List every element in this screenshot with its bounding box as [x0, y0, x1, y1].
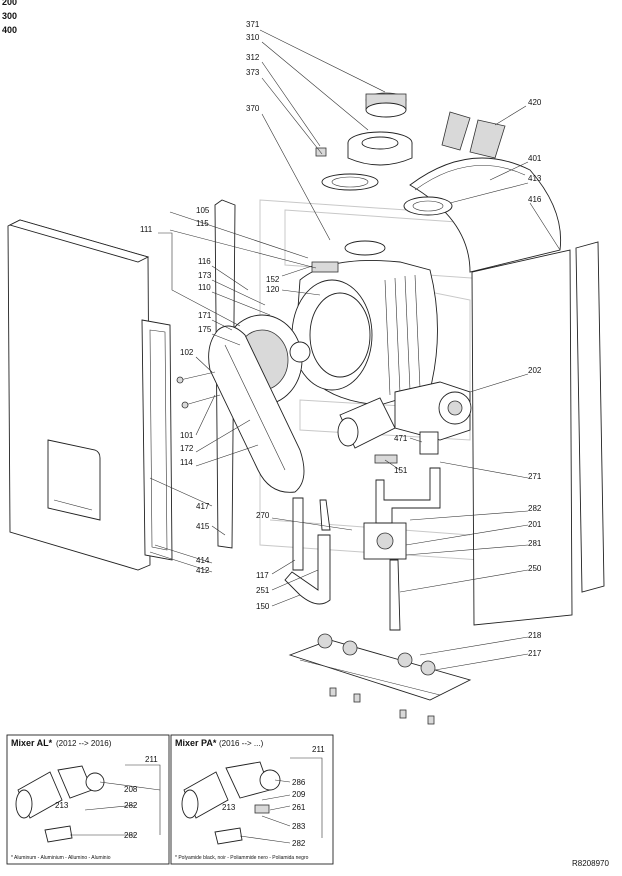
inset-pa-callout-283: 283	[292, 822, 306, 831]
callout-417: 417	[196, 502, 210, 511]
inset-pa-callout-211: 211	[312, 745, 325, 754]
side-panel-right	[471, 241, 605, 626]
inset-al-title: Mixer AL*	[11, 738, 53, 748]
callout-202: 202	[528, 366, 542, 375]
fan-202	[394, 381, 472, 441]
callout-labels: 371 310 312 373 370 420 401 413 416 105 …	[140, 20, 542, 658]
inset-al-footnote: * Aluminum - Aluminium - Allumino - Alum…	[11, 855, 111, 861]
inset-pa-years: (2016 --> ...)	[219, 739, 264, 748]
callout-370: 370	[246, 104, 260, 113]
callout-152: 152	[266, 275, 280, 284]
callout-217: 217	[528, 649, 542, 658]
callout-371: 371	[246, 20, 260, 29]
front-cover	[7, 219, 151, 571]
inset-al-callout-208: 208	[124, 785, 138, 794]
inset-pa-callout-286: 286	[292, 778, 306, 787]
callout-171: 171	[198, 311, 212, 320]
inset-pa-footnote: * Polyamide black, noir - Poliammide ner…	[175, 855, 309, 861]
callout-102: 102	[180, 348, 194, 357]
callout-271: 271	[528, 472, 542, 481]
drawing-reference: R8208970	[572, 859, 609, 868]
inset-al-callout-282a: 282	[124, 801, 138, 810]
heat-exchanger	[291, 240, 438, 406]
callout-173: 173	[198, 271, 212, 280]
callout-413: 413	[528, 174, 542, 183]
callout-282: 282	[528, 504, 542, 513]
callout-101: 101	[180, 431, 194, 440]
callout-373: 373	[246, 68, 260, 77]
callout-401: 401	[528, 154, 542, 163]
back-shell	[409, 157, 562, 273]
inset-pa-title: Mixer PA*	[175, 738, 217, 748]
callout-201: 201	[528, 520, 542, 529]
callout-105: 105	[196, 206, 210, 215]
leader-lines	[149, 29, 561, 671]
model-300: 300	[2, 11, 17, 21]
callout-120: 120	[266, 285, 280, 294]
model-list: 200 300 400	[2, 0, 17, 35]
model-200: 200	[2, 0, 17, 7]
inset-al-years: (2012 --> 2016)	[56, 739, 112, 748]
callout-414: 414	[196, 556, 210, 565]
callout-116: 116	[198, 257, 211, 266]
callout-270: 270	[256, 511, 270, 520]
callout-172: 172	[180, 444, 194, 453]
callout-150: 150	[256, 602, 270, 611]
inset-al-callout-213: 213	[55, 801, 69, 810]
callout-415: 415	[196, 522, 210, 531]
inset-pa-callout-209: 209	[292, 790, 306, 799]
callout-110: 110	[198, 283, 211, 292]
callout-251: 251	[256, 586, 270, 595]
inset-mixer-pa: Mixer PA* (2016 --> ...) 211 286 209 213…	[170, 734, 334, 865]
callout-115: 115	[196, 219, 209, 228]
burner-duct	[208, 325, 305, 493]
callout-281: 281	[528, 539, 542, 548]
callout-117: 117	[256, 571, 269, 580]
gas-valve-201	[363, 431, 439, 560]
inner-panel	[141, 319, 173, 561]
inset-al-callout-211: 211	[145, 755, 158, 764]
callout-312: 312	[246, 53, 260, 62]
air-pipe	[337, 397, 396, 449]
inset-pa-callout-261: 261	[292, 803, 306, 812]
flue-ring-413	[403, 196, 453, 216]
callout-114: 114	[180, 458, 193, 467]
inset-al-callout-282b: 282	[124, 831, 138, 840]
inset-pa-callout-282: 282	[292, 839, 306, 848]
bracket-420	[441, 111, 506, 159]
inset-pa-callout-213: 213	[222, 803, 236, 812]
callout-310: 310	[246, 33, 260, 42]
gas-pipes	[284, 467, 441, 631]
bottom-plate	[288, 633, 472, 725]
callout-151: 151	[394, 466, 408, 475]
callout-471: 471	[394, 434, 408, 443]
callout-420: 420	[528, 98, 542, 107]
callout-412: 412	[196, 566, 210, 575]
callout-416: 416	[528, 195, 542, 204]
model-400: 400	[2, 25, 17, 35]
callout-175: 175	[198, 325, 212, 334]
flue-stack	[315, 92, 413, 191]
callout-218: 218	[528, 631, 542, 640]
callout-111: 111	[140, 225, 153, 234]
callout-250: 250	[528, 564, 542, 573]
inset-mixer-al: Mixer AL* (2012 --> 2016) 211 208 213 28…	[6, 734, 170, 865]
